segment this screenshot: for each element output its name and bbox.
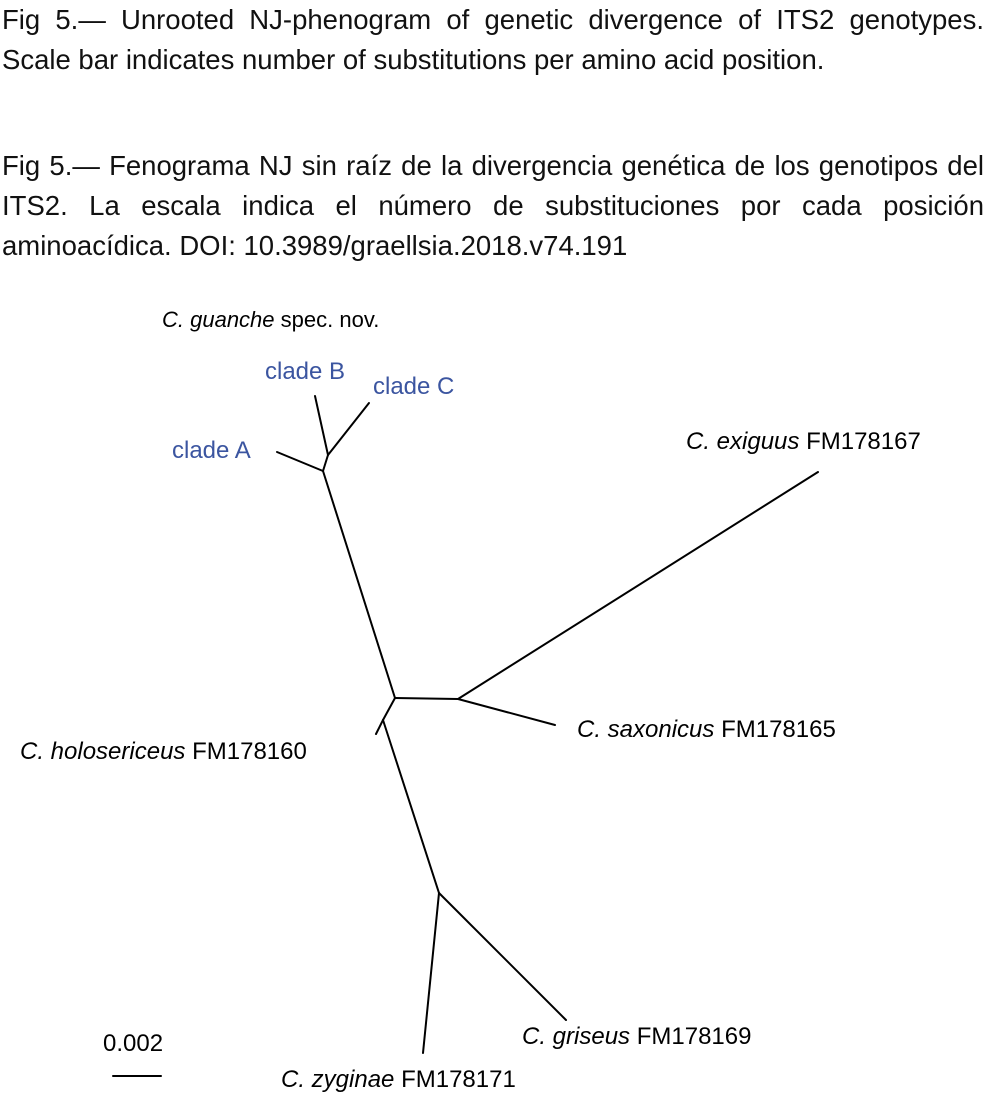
branch-exiguus <box>457 471 819 700</box>
branch-central-short <box>382 697 396 721</box>
scale-bar-label: 0.002 <box>103 1030 163 1057</box>
clade-b-label: clade B <box>265 358 345 385</box>
taxon-label-zyginae: C. zyginae FM178171 <box>281 1066 516 1093</box>
branch-clade-b <box>314 395 329 456</box>
branch-zyginae <box>422 892 440 1054</box>
branch-holosericeus <box>375 719 384 735</box>
branch-to-exiguus-saxonicus <box>394 697 459 700</box>
caption-english: Fig 5.— Unrooted NJ-phenogram of genetic… <box>2 4 984 75</box>
taxon-label-saxonicus: C. saxonicus FM178165 <box>577 716 836 743</box>
branch-clade-a <box>276 451 324 472</box>
branch-to-griseus-zyginae <box>382 719 440 894</box>
group-label-guanche: C. guanche spec. nov. <box>162 307 379 332</box>
branch-guanche-stem <box>322 470 396 699</box>
taxon-label-exiguus: C. exiguus FM178167 <box>686 428 921 455</box>
branch-griseus <box>438 892 567 1021</box>
clade-c-label: clade C <box>373 373 454 400</box>
clade-a-label: clade A <box>172 437 251 464</box>
branch-clade-c <box>327 402 370 456</box>
branch-guanche-inner <box>322 454 329 472</box>
caption-spanish: Fig 5.— Fenograma NJ sin raíz de la dive… <box>2 150 984 261</box>
taxon-label-griseus: C. griseus FM178169 <box>522 1023 751 1050</box>
branch-saxonicus <box>457 698 556 726</box>
taxon-label-holosericeus: C. holosericeus FM178160 <box>20 738 307 765</box>
